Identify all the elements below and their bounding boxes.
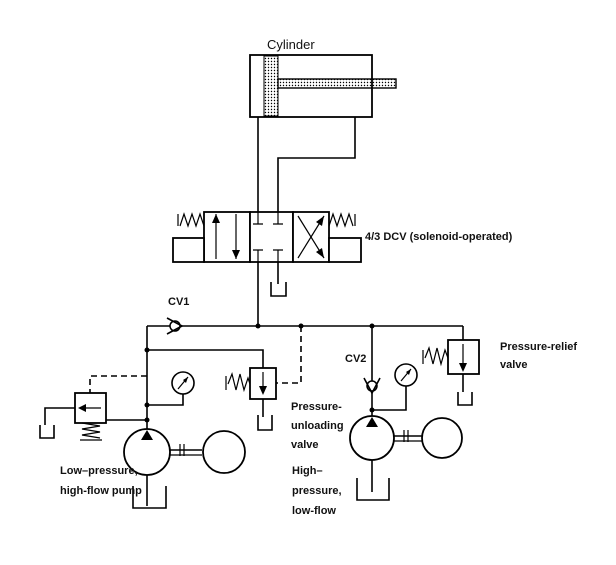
lp-motor-icon bbox=[202, 430, 246, 474]
check-valve-cv2-icon bbox=[363, 377, 381, 395]
directional-control-valve bbox=[172, 211, 362, 263]
lp-pump-label-2: high-flow pump bbox=[60, 485, 142, 497]
spring-lp-relief-icon bbox=[81, 422, 101, 439]
relief-pilot-line bbox=[89, 375, 147, 393]
spring-unloading-icon bbox=[227, 372, 251, 393]
hp-pump-label-3: low-flow bbox=[292, 505, 336, 517]
relief-label-2: valve bbox=[500, 359, 528, 371]
spring-right-icon bbox=[328, 212, 354, 228]
hydraulic-cylinder bbox=[249, 54, 397, 118]
low-pressure-pump bbox=[123, 428, 202, 506]
hp-pump-label-1: High– bbox=[292, 465, 323, 477]
relief-label-1: Pressure-relief bbox=[500, 341, 577, 353]
tank-icon bbox=[270, 282, 287, 297]
unloading-label-3: valve bbox=[291, 439, 319, 451]
pressure-gauge-icon bbox=[171, 371, 195, 395]
cylinder-label: Cylinder bbox=[267, 37, 315, 52]
spring-left-icon bbox=[179, 212, 205, 228]
tank-icon bbox=[257, 415, 273, 431]
cv2-label: CV2 bbox=[345, 353, 366, 365]
pressure-gauge-icon bbox=[394, 363, 418, 387]
lp-pressure-relief-valve bbox=[74, 392, 107, 441]
pressure-unloading-valve bbox=[225, 367, 277, 400]
hp-pump-label-2: pressure, bbox=[292, 485, 342, 497]
tank-icon bbox=[457, 392, 473, 406]
high-pressure-pump bbox=[349, 415, 426, 492]
lp-pump-label-1: Low–pressure, bbox=[60, 465, 138, 477]
unloading-label-2: unloading bbox=[291, 420, 344, 432]
unloading-label-1: Pressure- bbox=[291, 401, 342, 413]
spring-hp-relief-icon bbox=[424, 346, 449, 367]
hp-pressure-relief-valve bbox=[422, 339, 480, 375]
check-valve-cv1-icon bbox=[166, 317, 184, 335]
tank-icon bbox=[356, 478, 390, 501]
tank-icon bbox=[39, 425, 55, 439]
hp-motor-icon bbox=[421, 417, 463, 459]
cv1-label: CV1 bbox=[168, 296, 189, 308]
cylinder-rod-line bbox=[277, 117, 356, 212]
dcv-label: 4/3 DCV (solenoid-operated) bbox=[365, 231, 513, 243]
tank-icon bbox=[132, 486, 167, 509]
unloading-pilot-line bbox=[276, 326, 302, 384]
